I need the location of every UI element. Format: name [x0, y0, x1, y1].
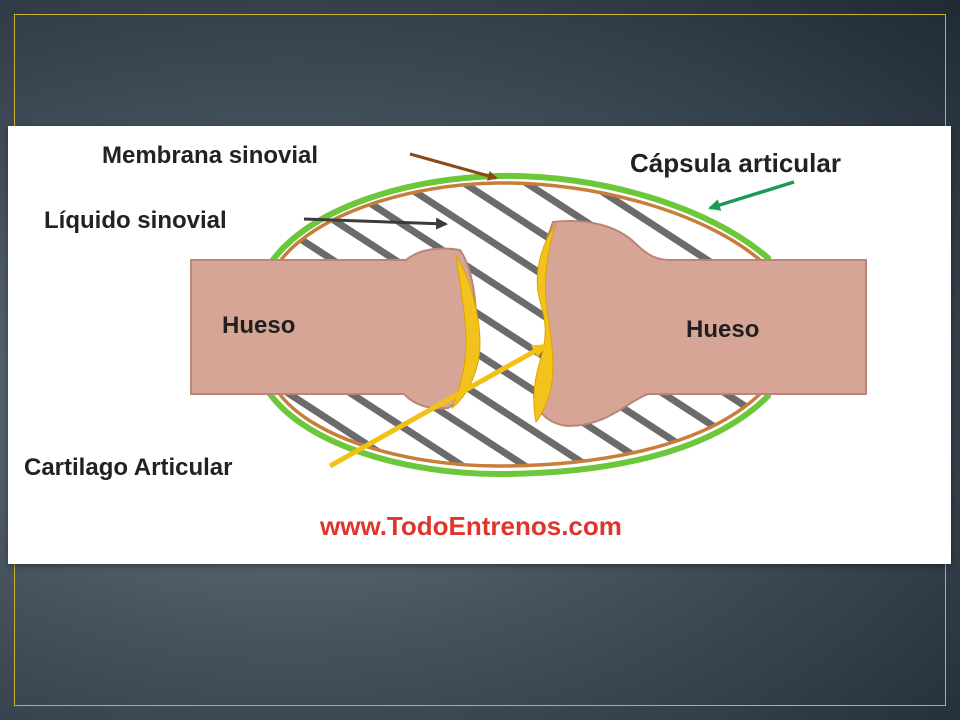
left-cartilage	[450, 255, 481, 410]
liquido-label: Líquido sinovial	[44, 207, 227, 234]
watermark-url: www.TodoEntrenos.com	[319, 511, 622, 541]
membrana-label: Membrana sinovial	[102, 142, 318, 169]
fluid-arrow	[303, 217, 448, 230]
joint-capsule	[267, 172, 771, 478]
capsula-label: Cápsula articular	[630, 148, 841, 178]
cartilago-label: Cartilago Articular	[24, 454, 233, 481]
joint-diagram: Membrana sinovial Líquido sinovial Cápsu…	[8, 126, 951, 564]
joint-diagram-svg: Membrana sinovial Líquido sinovial Cápsu…	[24, 142, 867, 541]
right-cartilage	[533, 223, 557, 424]
membrane-arrow	[409, 152, 498, 181]
capsule-arrow	[708, 180, 795, 211]
hueso-right-label: Hueso	[686, 316, 759, 343]
hueso-left-label: Hueso	[222, 312, 295, 339]
cartilage-arrow	[328, 343, 547, 469]
